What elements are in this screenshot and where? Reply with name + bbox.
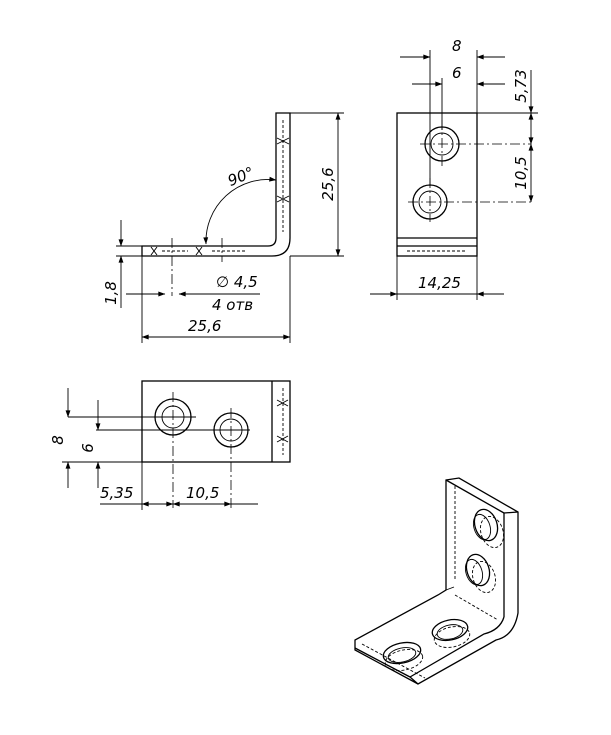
side-hole-spacing-label: 10,5: [512, 156, 530, 189]
top-view-outline: [141, 380, 291, 463]
side-offset-outer-label: 8: [452, 37, 462, 55]
top-offset-outer-label: 8: [49, 435, 67, 445]
iso-hole-front: [382, 641, 424, 671]
iso-hole-lower: [464, 553, 497, 594]
height-dimension-label: 25,6: [319, 167, 337, 200]
horizontal-leg-hidden-holes: [150, 246, 246, 256]
top-offset-inner-label: 6: [79, 443, 97, 453]
side-view-outline: [396, 112, 478, 257]
front-view-outline: [141, 112, 291, 257]
front-view: 90° 25,6 1,8 ∅ 4,5 4 отв 25,6: [102, 112, 344, 343]
angle-arc: [203, 176, 277, 245]
top-hole-spacing-label: 10,5: [186, 484, 219, 502]
side-offset-inner-label: 6: [452, 64, 462, 82]
vertical-leg-hidden-holes: [276, 120, 290, 232]
side-top-offset-label: 5,73: [512, 69, 530, 102]
width-dimension-label: 25,6: [188, 317, 221, 335]
thickness-dimension-label: 1,8: [102, 281, 120, 305]
hole-diameter-label: ∅ 4,5: [216, 273, 258, 291]
side-width-label: 14,25: [418, 274, 461, 292]
iso-vertical-leg: [354, 477, 519, 685]
iso-hole-upper: [472, 508, 505, 549]
iso-hole-back: [431, 618, 471, 648]
side-view: 8 6 5,73 10,5 14,25: [370, 37, 538, 300]
angle-label: 90°: [225, 163, 256, 190]
top-view: 8 6 5,35 10,5: [49, 380, 291, 510]
isometric-view: [354, 477, 519, 685]
hole-count-label: 4 отв: [212, 296, 253, 314]
top-edge-offset-label: 5,35: [100, 484, 133, 502]
